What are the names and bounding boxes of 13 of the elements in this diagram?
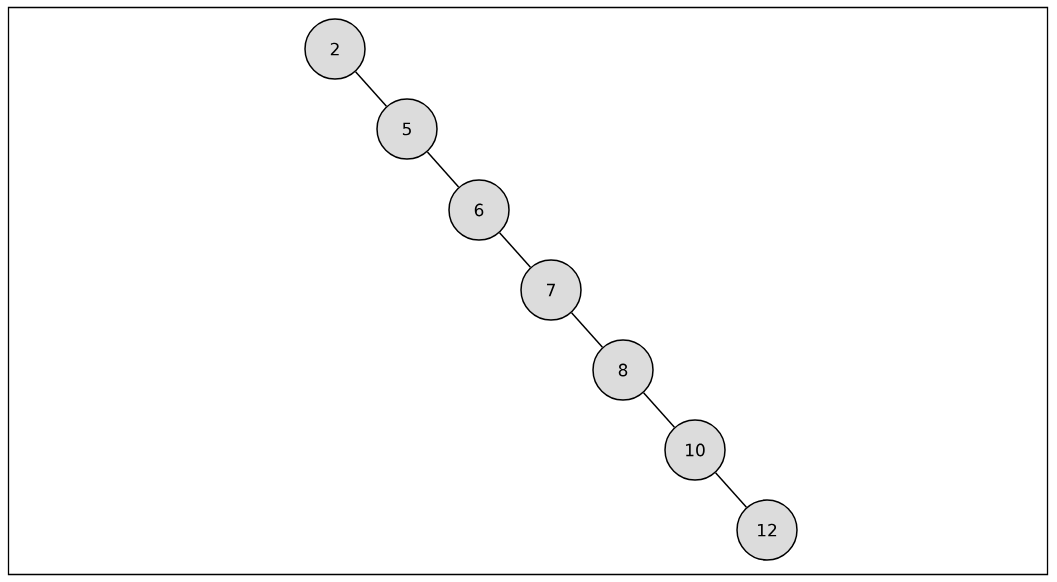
tree-node: 6 [448, 179, 510, 241]
tree-edge [426, 151, 460, 188]
tree-node: 12 [736, 499, 798, 561]
tree-node: 8 [592, 339, 654, 401]
tree-edge [354, 71, 388, 107]
tree-node: 10 [664, 419, 726, 481]
tree-edge [642, 392, 676, 428]
tree-node: 7 [520, 259, 582, 321]
tree-edge [714, 472, 748, 508]
tree-node: 2 [304, 18, 366, 80]
tree-edge [498, 232, 532, 268]
tree-edge [570, 312, 604, 348]
tree-node: 5 [376, 98, 438, 160]
